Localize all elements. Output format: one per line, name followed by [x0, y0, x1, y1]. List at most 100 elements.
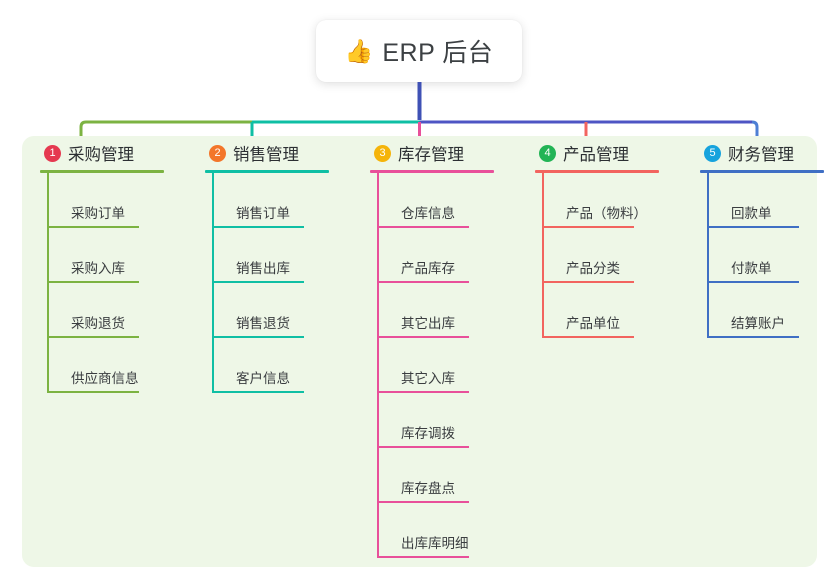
item-underline — [47, 281, 139, 283]
item-underline — [377, 446, 469, 448]
list-item[interactable]: 供应商信息 — [47, 338, 203, 393]
list-item[interactable]: 库存盘点 — [377, 448, 533, 503]
column-rule-finance — [700, 170, 824, 173]
page-title: ERP 后台 — [382, 39, 494, 67]
list-item[interactable]: 销售退货 — [212, 283, 368, 338]
list-item[interactable]: 客户信息 — [212, 338, 368, 393]
column-spine-inventory — [377, 173, 379, 558]
list-item[interactable]: 其它出库 — [377, 283, 533, 338]
column-header-inventory[interactable]: 3 库存管理 — [368, 136, 533, 170]
column-body-purchasing: 采购订单 采购入库 采购退货 供应商信息 — [47, 173, 203, 393]
list-item[interactable]: 产品（物料） — [542, 173, 698, 228]
item-label: 销售退货 — [236, 316, 290, 331]
column-title-sales: 销售管理 — [233, 146, 299, 164]
item-underline — [707, 336, 799, 338]
column-badge-2: 2 — [209, 144, 226, 162]
column-finance: 5 财务管理 回款单 付款单 结算账户 — [698, 136, 839, 338]
item-underline — [377, 281, 469, 283]
column-body-sales: 销售订单 销售出库 销售退货 客户信息 — [212, 173, 368, 393]
item-underline — [377, 226, 469, 228]
column-badge-1: 1 — [44, 144, 61, 162]
list-item[interactable]: 产品单位 — [542, 283, 698, 338]
item-underline — [47, 226, 139, 228]
list-item[interactable]: 销售订单 — [212, 173, 368, 228]
item-label: 其它出库 — [401, 316, 455, 331]
item-label: 其它入库 — [401, 371, 455, 386]
item-label: 回款单 — [731, 206, 772, 221]
column-badge-5: 5 — [704, 144, 721, 162]
item-label: 库存盘点 — [401, 481, 455, 496]
item-underline — [377, 501, 469, 503]
column-badge-4: 4 — [539, 144, 556, 162]
column-header-purchasing[interactable]: 1 采购管理 — [38, 136, 203, 170]
list-item[interactable]: 出库库明细 — [377, 503, 533, 558]
column-title-finance: 财务管理 — [728, 146, 794, 164]
item-label: 销售订单 — [236, 206, 290, 221]
column-spine-product — [542, 173, 544, 338]
column-rule-inventory — [370, 170, 494, 173]
item-label: 产品（物料） — [566, 206, 647, 221]
item-label: 仓库信息 — [401, 206, 455, 221]
column-spine-sales — [212, 173, 214, 393]
column-title-product: 产品管理 — [563, 146, 629, 164]
column-title-purchasing: 采购管理 — [68, 146, 134, 164]
item-label: 产品库存 — [401, 261, 455, 276]
item-label: 结算账户 — [731, 316, 785, 331]
diagram-panel — [22, 136, 817, 567]
list-item[interactable]: 其它入库 — [377, 338, 533, 393]
column-sales: 2 销售管理 销售订单 销售出库 销售退货 客户信息 — [203, 136, 368, 393]
list-item[interactable]: 销售出库 — [212, 228, 368, 283]
item-label: 供应商信息 — [71, 371, 139, 386]
root-node-card[interactable]: 👍 ERP 后台 — [316, 20, 522, 82]
column-body-finance: 回款单 付款单 结算账户 — [707, 173, 839, 338]
item-label: 采购退货 — [71, 316, 125, 331]
list-item[interactable]: 回款单 — [707, 173, 839, 228]
column-rule-sales — [205, 170, 329, 173]
column-body-inventory: 仓库信息 产品库存 其它出库 其它入库 库存调拨 — [377, 173, 533, 558]
item-underline — [47, 336, 139, 338]
list-item[interactable]: 库存调拨 — [377, 393, 533, 448]
list-item[interactable]: 仓库信息 — [377, 173, 533, 228]
item-label: 客户信息 — [236, 371, 290, 386]
list-item[interactable]: 付款单 — [707, 228, 839, 283]
item-underline — [47, 391, 139, 393]
column-purchasing: 1 采购管理 采购订单 采购入库 采购退货 供应商信 — [38, 136, 203, 393]
list-item[interactable]: 采购入库 — [47, 228, 203, 283]
item-label: 出库库明细 — [401, 536, 469, 551]
column-rule-purchasing — [40, 170, 164, 173]
list-item[interactable]: 结算账户 — [707, 283, 839, 338]
columns-container: 1 采购管理 采购订单 采购入库 采购退货 供应商信 — [22, 136, 824, 567]
root-node-content: 👍 ERP 后台 — [345, 33, 494, 69]
list-item[interactable]: 产品分类 — [542, 228, 698, 283]
item-underline — [542, 336, 634, 338]
item-label: 付款单 — [731, 261, 772, 276]
item-label: 采购订单 — [71, 206, 125, 221]
column-spine-purchasing — [47, 173, 49, 393]
column-body-product: 产品（物料） 产品分类 产品单位 — [542, 173, 698, 338]
item-underline — [542, 281, 634, 283]
column-rule-product — [535, 170, 659, 173]
item-label: 库存调拨 — [401, 426, 455, 441]
item-underline — [542, 226, 634, 228]
column-header-product[interactable]: 4 产品管理 — [533, 136, 698, 170]
item-underline — [377, 556, 469, 558]
item-underline — [707, 281, 799, 283]
column-product: 4 产品管理 产品（物料） 产品分类 产品单位 — [533, 136, 698, 338]
column-header-finance[interactable]: 5 财务管理 — [698, 136, 839, 170]
column-inventory: 3 库存管理 仓库信息 产品库存 其它出库 其它入库 — [368, 136, 533, 558]
item-underline — [377, 391, 469, 393]
thumbs-up-icon: 👍 — [344, 37, 374, 64]
list-item[interactable]: 采购订单 — [47, 173, 203, 228]
list-item[interactable]: 产品库存 — [377, 228, 533, 283]
item-underline — [377, 336, 469, 338]
item-underline — [212, 226, 304, 228]
item-label: 产品分类 — [566, 261, 620, 276]
item-underline — [212, 336, 304, 338]
list-item[interactable]: 采购退货 — [47, 283, 203, 338]
item-label: 产品单位 — [566, 316, 620, 331]
item-underline — [212, 391, 304, 393]
column-header-sales[interactable]: 2 销售管理 — [203, 136, 368, 170]
column-spine-finance — [707, 173, 709, 338]
item-underline — [212, 281, 304, 283]
